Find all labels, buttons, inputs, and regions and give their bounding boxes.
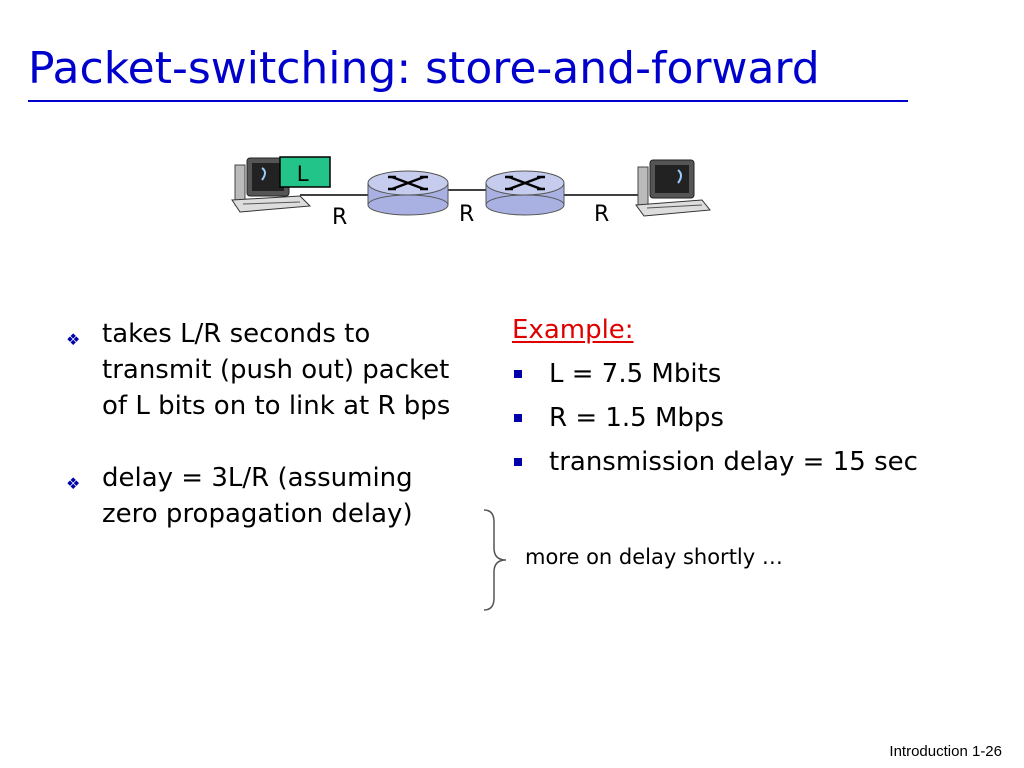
bullet-item: ❖ takes L/R seconds to transmit (push ou…	[66, 316, 466, 424]
diamond-bullet-icon: ❖	[66, 330, 81, 349]
bullet-text: delay = 3L/R (assuming zero propagation …	[102, 463, 413, 529]
bullet-list: ❖ takes L/R seconds to transmit (push ou…	[66, 316, 466, 568]
host-computer-icon	[231, 157, 312, 213]
example-panel: Example: L = 7.5 Mbits R = 1.5 Mbps tran…	[512, 312, 952, 480]
delay-note: more on delay shortly …	[525, 545, 783, 569]
router-icon	[367, 170, 449, 216]
link-rate-label: R	[594, 202, 609, 227]
example-item-text: L = 7.5 Mbits	[549, 359, 722, 389]
example-item-text: R = 1.5 Mbps	[549, 403, 724, 433]
bullet-text: takes L/R seconds to transmit (push out)…	[102, 319, 451, 421]
host-computer-icon	[635, 159, 711, 217]
link-rate-label: R	[459, 202, 474, 227]
example-item: transmission delay = 15 sec	[512, 444, 952, 480]
example-heading: Example:	[512, 315, 634, 345]
example-item-text: transmission delay = 15 sec	[549, 447, 918, 477]
square-bullet-icon	[514, 414, 522, 422]
diamond-bullet-icon: ❖	[66, 474, 81, 493]
example-item: R = 1.5 Mbps	[512, 400, 952, 436]
title-underline	[28, 100, 908, 102]
packet-box	[279, 156, 331, 188]
square-bullet-icon	[514, 458, 522, 466]
packet-label: L	[297, 161, 309, 186]
router-icon	[485, 170, 565, 216]
network-diagram: L R R R	[231, 156, 711, 230]
bullet-item: ❖ delay = 3L/R (assuming zero propagatio…	[66, 460, 466, 532]
square-bullet-icon	[514, 370, 522, 378]
slide-footer: Introduction 1-26	[889, 743, 1002, 760]
slide-title: Packet-switching: store-and-forward	[28, 43, 820, 94]
link-rate-label: R	[332, 205, 347, 230]
example-item: L = 7.5 Mbits	[512, 356, 952, 392]
